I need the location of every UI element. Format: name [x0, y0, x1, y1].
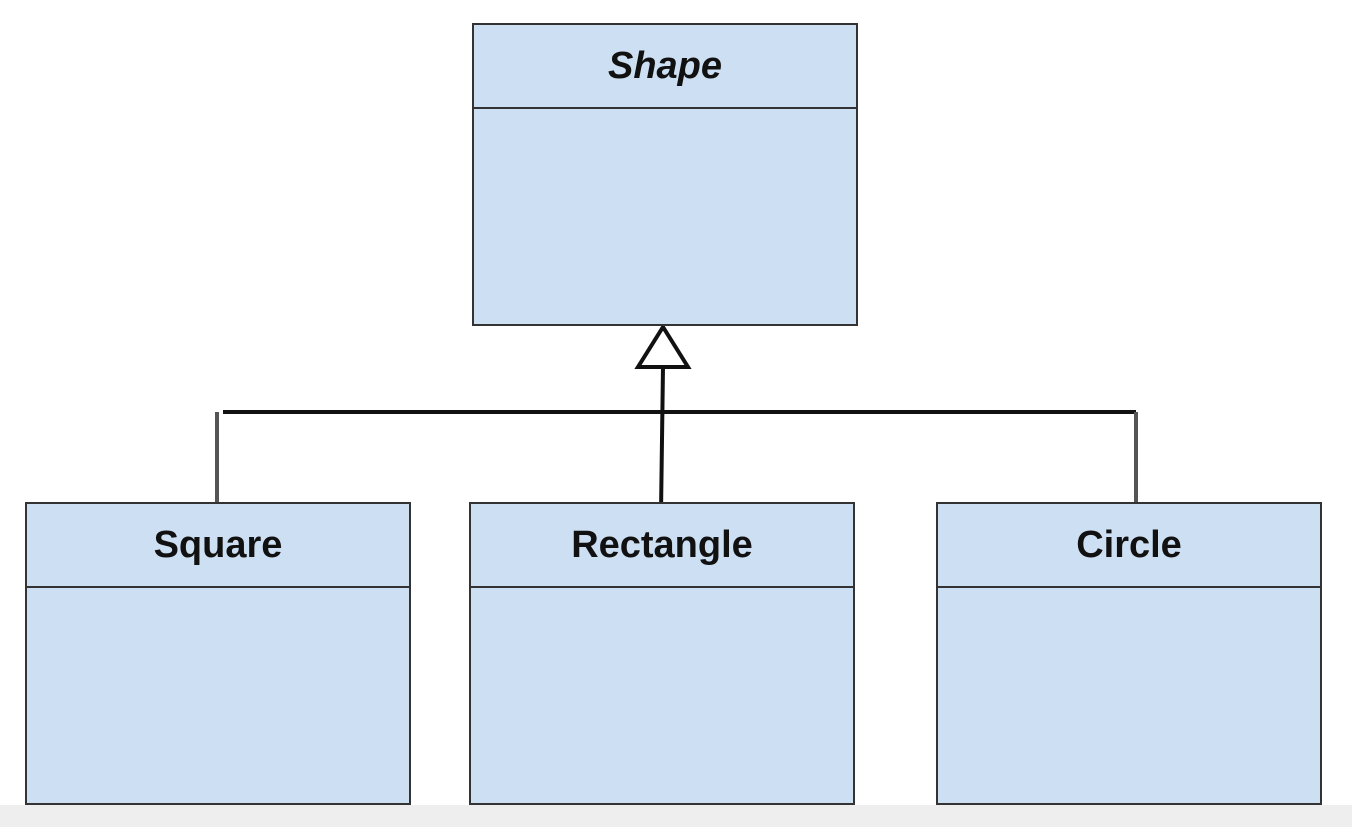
square-class[interactable]: Square	[25, 502, 411, 805]
rectangle-to-shape-line	[659, 366, 665, 513]
rectangle-class-name: Rectangle	[471, 504, 853, 588]
rectangle-class[interactable]: Rectangle	[469, 502, 855, 805]
circle-class-name: Circle	[938, 504, 1320, 588]
circle-class[interactable]: Circle	[936, 502, 1322, 805]
bottom-band	[0, 805, 1352, 827]
shape-class-name: Shape	[474, 25, 856, 109]
square-class-name: Square	[27, 504, 409, 588]
generalization-arrowhead	[634, 323, 692, 369]
shape-class[interactable]: Shape	[472, 23, 858, 326]
